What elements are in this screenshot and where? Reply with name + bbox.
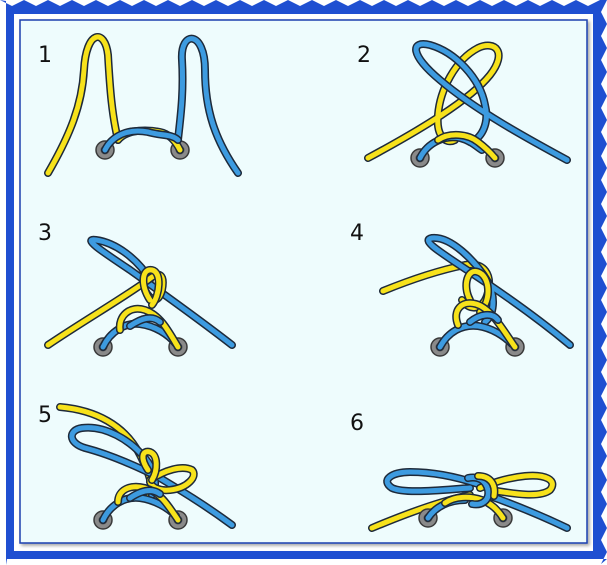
step-number: 2 (357, 43, 371, 68)
step-number: 4 (350, 221, 364, 246)
shoelace-step-1-icon: 1 (38, 33, 242, 177)
panel-background (19, 19, 588, 544)
shoelace-step-2-icon: 2 (357, 40, 571, 168)
step-number: 5 (38, 403, 52, 428)
step-number: 3 (38, 221, 52, 246)
shoelace-step-5-icon: 5 (38, 403, 236, 530)
shoelace-step-6-icon: 6 (350, 411, 571, 532)
step-number: 1 (38, 43, 52, 68)
shoelace-step-3-icon: 3 (38, 221, 236, 357)
step-number: 6 (350, 411, 364, 436)
shoelace-step-4-icon: 4 (350, 221, 574, 357)
